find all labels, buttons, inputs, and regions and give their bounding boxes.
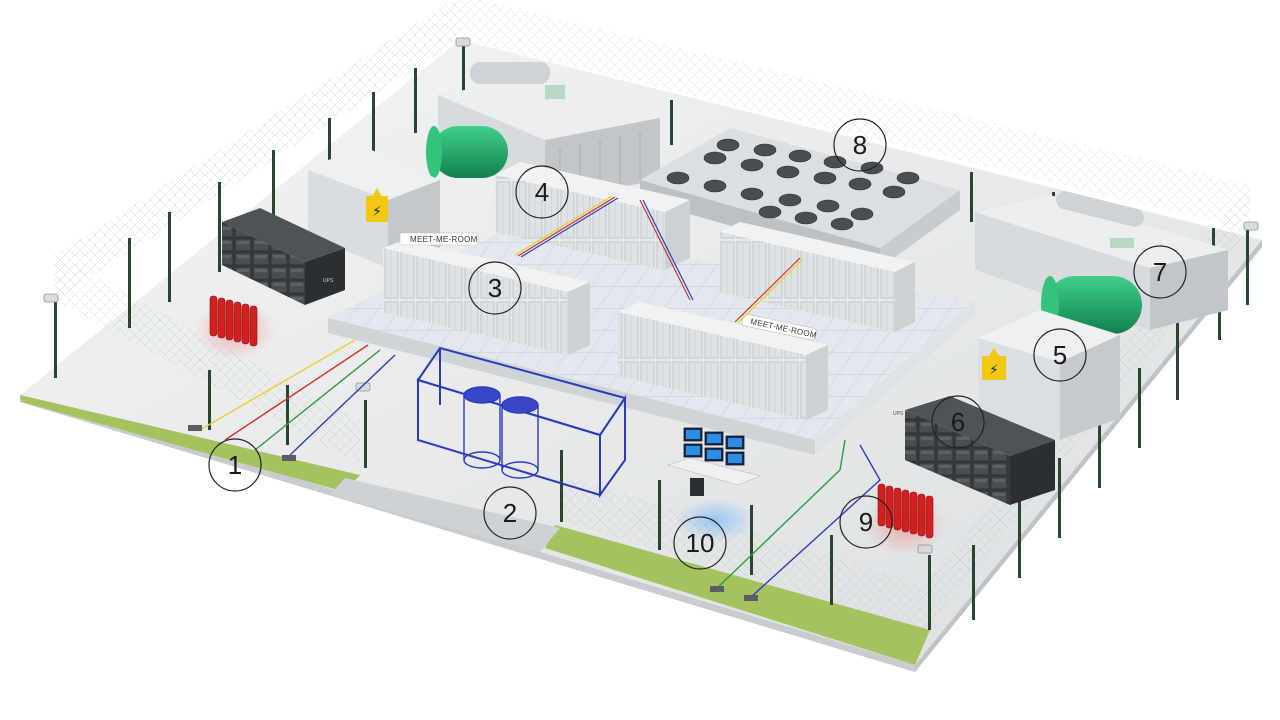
callout-9: 9 <box>839 495 893 549</box>
ups-label-left: UPS <box>323 278 334 284</box>
svg-text:⚡: ⚡ <box>372 204 382 220</box>
svg-text:7: 7 <box>1153 257 1167 287</box>
callout-markers: 1 2 3 4 5 6 7 8 <box>208 118 1187 570</box>
meet-me-room-sign-left: MEET-ME-ROOM <box>399 232 479 246</box>
svg-text:10: 10 <box>686 528 715 558</box>
server-racks-row-3 <box>383 240 590 355</box>
ups-label-right: UPS <box>893 411 904 417</box>
callout-2: 2 <box>483 486 537 540</box>
server-racks-row-front <box>618 302 828 420</box>
callout-7: 7 <box>1133 245 1187 299</box>
ground-cables <box>188 339 881 601</box>
svg-text:8: 8 <box>853 130 867 160</box>
cooling-chillers <box>640 128 960 268</box>
callout-5: 5 <box>1033 328 1087 382</box>
callout-6: 6 <box>931 395 985 449</box>
server-racks-row-4 <box>495 162 690 270</box>
fuel-tank-back <box>426 126 508 178</box>
server-racks-row-right-back <box>720 222 915 332</box>
grass-strip <box>20 395 930 665</box>
svg-text:9: 9 <box>859 507 873 537</box>
svg-text:⚡: ⚡ <box>989 363 998 378</box>
callout-1: 1 <box>208 438 262 492</box>
callout-3: 3 <box>468 261 522 315</box>
fire-suppression-cylinders-left <box>195 295 275 360</box>
security-entrance-turnstiles <box>416 346 627 499</box>
cross-connect-cables <box>514 195 804 324</box>
ups-battery-bank-right: UPS <box>893 396 1055 505</box>
svg-text:2: 2 <box>503 498 517 528</box>
ups-battery-bank-left: UPS <box>222 208 345 305</box>
transformer-right: ⚡ <box>978 310 1120 440</box>
svg-text:6: 6 <box>951 407 965 437</box>
svg-text:5: 5 <box>1053 340 1067 370</box>
callout-4: 4 <box>515 165 569 219</box>
svg-text:4: 4 <box>535 177 549 207</box>
callout-8: 8 <box>833 118 887 172</box>
monitoring-station <box>666 427 761 542</box>
callout-10: 10 <box>673 516 727 570</box>
svg-text:1: 1 <box>228 450 242 480</box>
svg-text:3: 3 <box>488 273 502 303</box>
generator-unit-right <box>975 191 1228 330</box>
svg-text:MEET-ME-ROOM: MEET-ME-ROOM <box>410 235 478 244</box>
